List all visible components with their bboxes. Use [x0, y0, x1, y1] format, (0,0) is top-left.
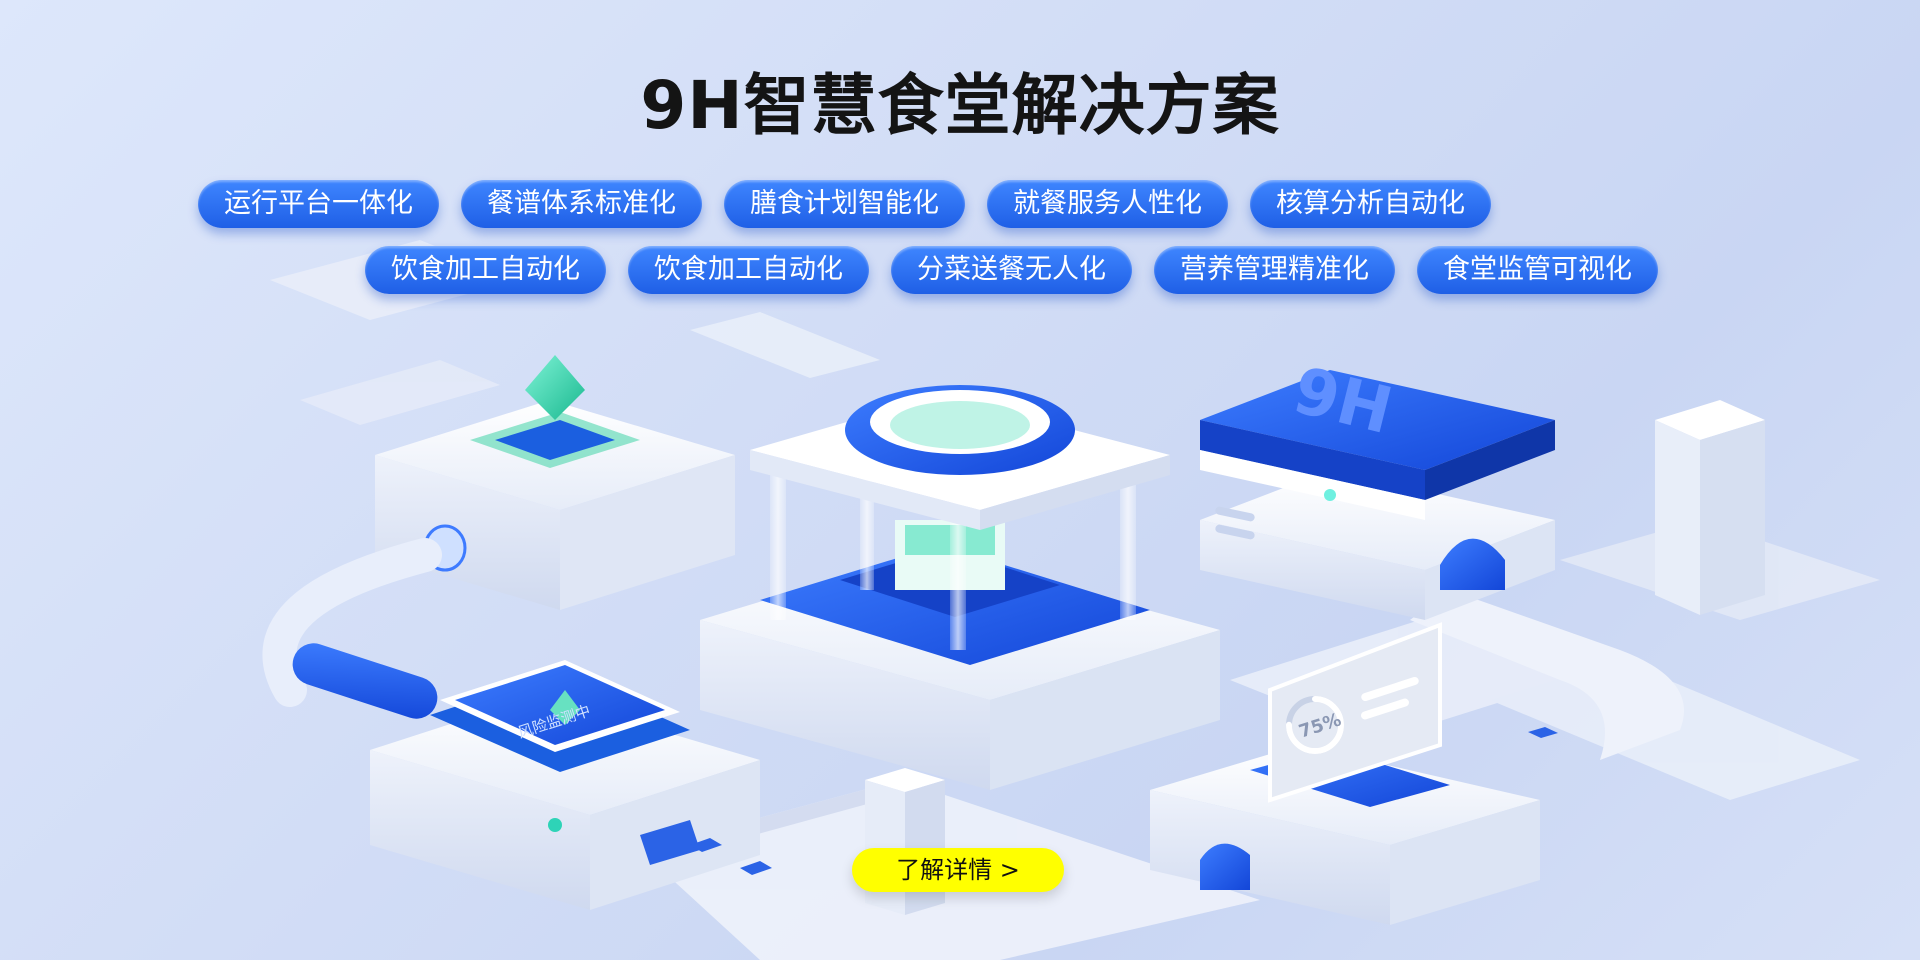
center-pavilion — [700, 385, 1220, 790]
cart-2 — [740, 861, 772, 875]
feature-pill[interactable]: 运行平台一体化 — [198, 180, 439, 228]
learn-more-button[interactable]: 了解详情 > — [852, 848, 1064, 892]
feature-pill[interactable]: 营养管理精准化 — [1154, 246, 1395, 294]
feature-pill[interactable]: 就餐服务人性化 — [987, 180, 1228, 228]
feature-pill[interactable]: 餐谱体系标准化 — [461, 180, 702, 228]
page-title: 9H智慧食堂解决方案 — [640, 67, 1280, 144]
right-server-module: 9H — [1200, 354, 1555, 620]
cart-1 — [690, 838, 722, 852]
progress-ring — [1286, 696, 1344, 754]
right-pillar — [1655, 400, 1765, 615]
feature-pill[interactable]: 分菜送餐无人化 — [891, 246, 1132, 294]
feature-pill[interactable]: 饮食加工自动化 — [628, 246, 869, 294]
feature-pill[interactable]: 食堂监管可视化 — [1417, 246, 1658, 294]
feature-row-1: 运行平台一体化 餐谱体系标准化 膳食计划智能化 就餐服务人性化 核算分析自动化 — [198, 180, 1491, 228]
left-bottom-module: 风险监测中 — [370, 660, 760, 910]
cart-3 — [1528, 727, 1558, 738]
left-top-module — [375, 355, 735, 610]
feature-pill[interactable]: 膳食计划智能化 — [724, 180, 965, 228]
feature-row-2: 饮食加工自动化 饮食加工自动化 分菜送餐无人化 营养管理精准化 食堂监管可视化 — [365, 246, 1658, 294]
feature-pill[interactable]: 饮食加工自动化 — [365, 246, 606, 294]
feature-pill[interactable]: 核算分析自动化 — [1250, 180, 1491, 228]
progress-module: 75% — [1150, 622, 1540, 925]
